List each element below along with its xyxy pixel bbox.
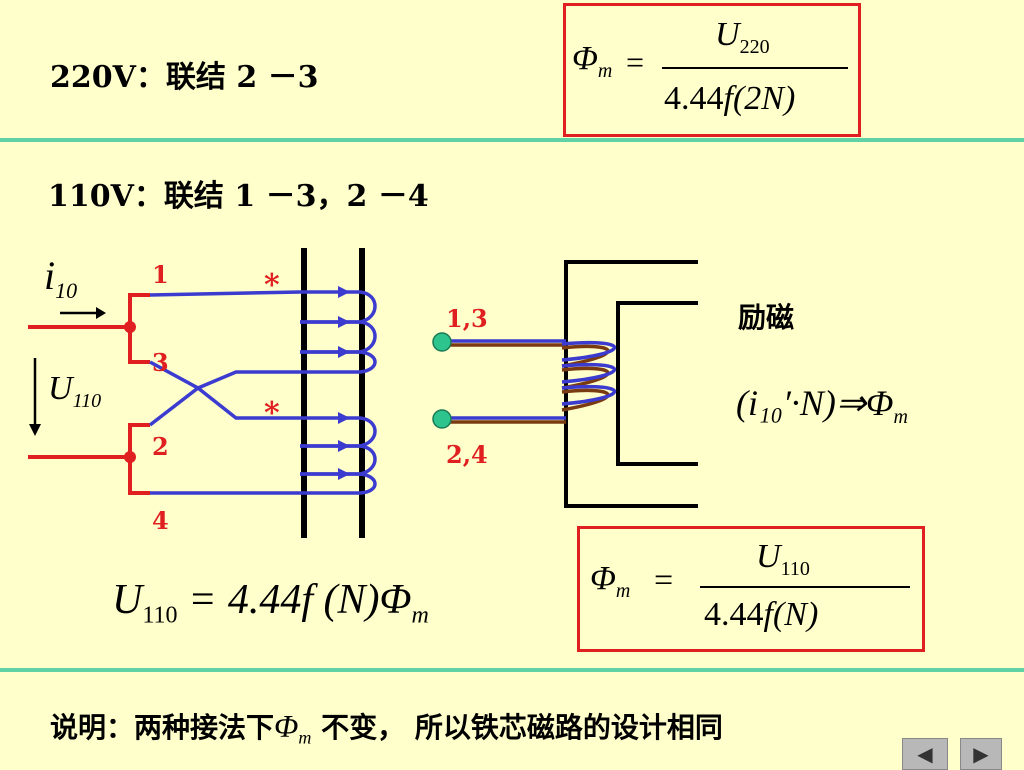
winding-cross-3 xyxy=(149,360,300,390)
terminal-label-24: 2,4 xyxy=(446,440,488,469)
excitation-formula: (i₁₀′·N)⇒Φm xyxy=(736,383,908,429)
formula-220-denominator: 4.44f(2N) xyxy=(664,80,796,117)
coil-arrow-3 xyxy=(338,346,350,358)
terminal-dot-bottom xyxy=(432,409,452,429)
formula-110-lhs: Φm xyxy=(590,560,631,602)
conclusion-suffix: 不变， 所以铁芯磁路的设计相同 xyxy=(311,711,723,744)
coil-arrow-5 xyxy=(338,440,350,452)
winding-cross-2 xyxy=(148,385,300,427)
conclusion-phi-sub: m xyxy=(298,727,312,748)
coil-back-2 xyxy=(561,366,610,390)
terminal-dot-top xyxy=(432,332,452,352)
formula-220-lhs: Φm xyxy=(572,40,613,82)
junction-dot-top xyxy=(124,321,136,333)
coil-arrow-4 xyxy=(338,412,350,424)
terminal-label-3: 3 xyxy=(152,348,169,377)
formula-110-eq: = xyxy=(654,562,674,599)
core-inner xyxy=(616,301,698,466)
coil-lower-turn-3 xyxy=(300,472,377,495)
formula-220-fraction-bar xyxy=(662,67,848,69)
formula-110-fraction-bar xyxy=(700,586,910,588)
polarity-mark-upper: * xyxy=(264,268,280,303)
next-arrow-icon: ▶ xyxy=(973,742,989,766)
coil-back-3 xyxy=(561,388,610,412)
prev-arrow-icon: ◀ xyxy=(917,742,933,766)
coil-front-3 xyxy=(561,384,616,406)
conclusion-text: 说明：两种接法下Φm 不变， 所以铁芯磁路的设计相同 xyxy=(50,706,723,749)
terminal-label-13: 1,3 xyxy=(446,304,488,333)
heading-220v: 220V：联结 2 －3 xyxy=(50,60,319,95)
terminal-label-4: 4 xyxy=(152,506,169,535)
left-transformer-diagram xyxy=(28,248,377,538)
prev-slide-button[interactable]: ◀ xyxy=(902,738,948,770)
divider-bottom xyxy=(0,668,1024,672)
coil-back-1 xyxy=(561,344,610,368)
current-label: i10 xyxy=(44,253,78,303)
formula-110-denominator: 4.44f(N) xyxy=(704,596,819,633)
conclusion-prefix: 说明：两种接法下 xyxy=(50,711,275,744)
next-slide-button[interactable]: ▶ xyxy=(960,738,1002,770)
voltage-label: U110 xyxy=(48,370,102,412)
formula-110-numerator: U110 xyxy=(756,538,810,580)
current-arrow-head xyxy=(96,307,106,319)
formula-110-equation: U110 = 4.44f (N)Φm xyxy=(112,577,429,629)
terminal-label-2: 2 xyxy=(152,432,169,461)
coil-front-1 xyxy=(561,340,616,362)
core-outer xyxy=(564,260,698,508)
conclusion-phi: Φ xyxy=(274,708,299,744)
heading-110v: 110V：联结 1 －3，2 －4 xyxy=(48,179,429,214)
right-transformer-diagram xyxy=(432,260,698,508)
junction-dot-bottom xyxy=(124,451,136,463)
formula-box-220 xyxy=(563,3,861,137)
winding-lead-1 xyxy=(149,290,301,297)
coil-arrow-2 xyxy=(338,316,350,328)
coil-arrow-1 xyxy=(338,286,350,298)
excitation-label: 励磁 xyxy=(738,301,795,334)
voltage-arrow-head xyxy=(29,424,41,436)
polarity-mark-lower: * xyxy=(264,396,280,431)
coil-upper-turn-3 xyxy=(300,350,377,374)
formula-220-eq: = xyxy=(626,44,645,80)
formula-220-numerator: U220 xyxy=(715,16,770,58)
terminal-label-1: 1 xyxy=(152,260,169,289)
coil-arrow-6 xyxy=(338,468,350,480)
formula-box-110 xyxy=(577,526,925,652)
divider-top xyxy=(0,138,1024,142)
coil-front-2 xyxy=(561,362,616,384)
